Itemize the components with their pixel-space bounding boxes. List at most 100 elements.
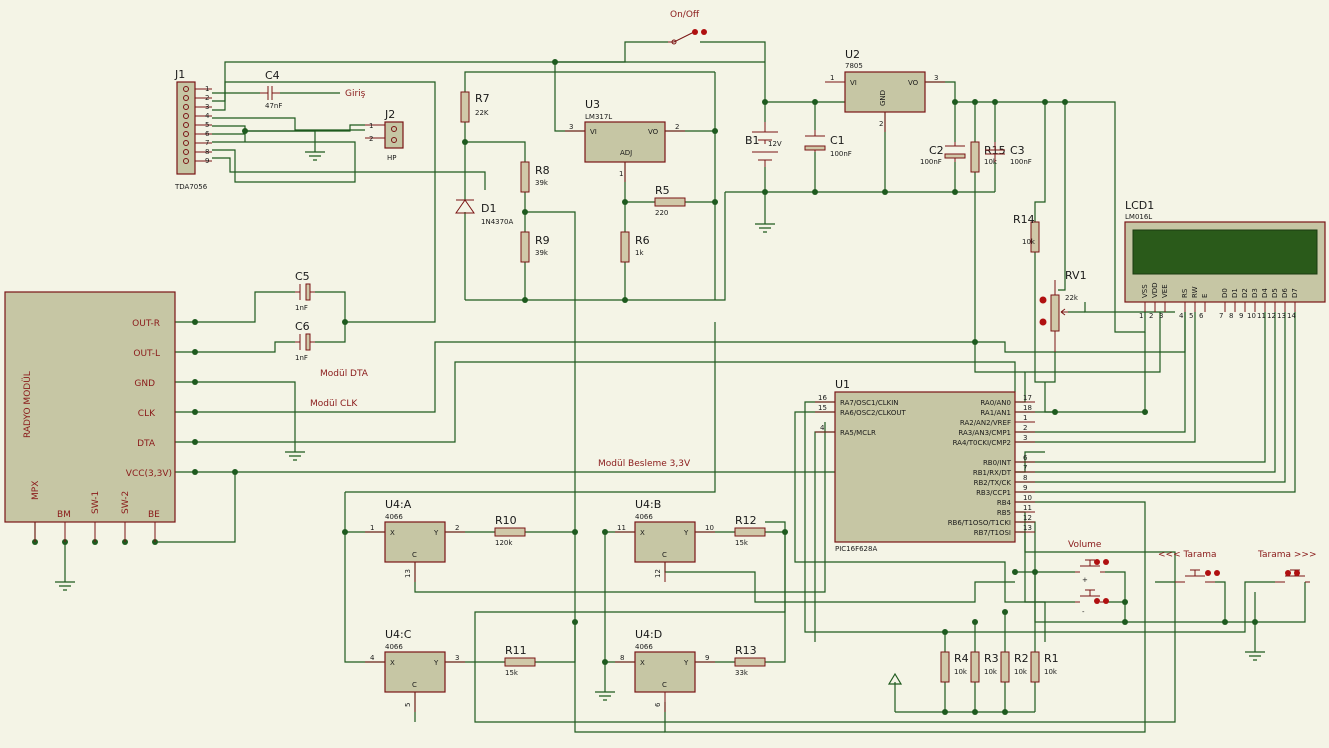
c4-ref: C4 xyxy=(265,69,280,82)
u4d-ref: U4:D xyxy=(635,628,662,641)
r2-ref: R2 xyxy=(1014,652,1029,665)
u4d-pn-y: 9 xyxy=(705,654,709,662)
radio-module: RADYO MODÜL OUT-R OUT-L GND CLK DTA VCC(… xyxy=(4,291,176,542)
r2-value: 10k xyxy=(1014,668,1028,676)
u4d-pn-c: 6 xyxy=(654,702,662,707)
r14-ref: R14 xyxy=(1013,213,1035,226)
lcd-pin-num-2: 2 xyxy=(1149,312,1153,320)
j1-pin-1: 1 xyxy=(205,85,209,93)
b1-ref: B1 xyxy=(745,134,760,147)
button-volume-down[interactable]: - xyxy=(1075,589,1109,616)
resistor-r14: R14 10k xyxy=(1013,213,1040,253)
label-modul-dta: Modül DTA xyxy=(320,369,369,379)
ground-icon xyxy=(755,223,775,233)
r12-ref: R12 xyxy=(735,514,757,527)
switch-onoff[interactable]: On/Off xyxy=(668,10,707,45)
battery-b1: B1 12V xyxy=(745,122,782,167)
u1-pn-9: 9 xyxy=(1023,484,1027,492)
resistor-r7: R7 22K xyxy=(460,91,490,123)
j2-pin-2: 2 xyxy=(369,135,373,143)
u2-value: 7805 xyxy=(845,62,863,70)
u1-pin-rb6: RB6/T1OSO/T1CKI xyxy=(948,519,1011,527)
diode-d1: D1 1N4370A xyxy=(455,199,514,226)
lcd-pin-name-e: E xyxy=(1201,294,1209,298)
j2-ref: J2 xyxy=(384,108,395,121)
lcd-pin-name-d5: D5 xyxy=(1271,288,1279,298)
button-tarama-back[interactable] xyxy=(1175,569,1220,583)
r4-value: 10k xyxy=(954,668,968,676)
u1-pin-rb5: RB5 xyxy=(997,509,1011,517)
u1-pin-rb1: RB1/RX/DT xyxy=(973,469,1012,477)
rv1-ref: RV1 xyxy=(1065,269,1087,282)
r12-value: 15k xyxy=(735,539,749,547)
ground-icon xyxy=(595,691,615,701)
u1-pn-7: 7 xyxy=(1023,464,1027,472)
button-volume-up[interactable]: + xyxy=(1075,559,1109,584)
u3-pn-in: 3 xyxy=(569,123,573,131)
u2-pin-vi: VI xyxy=(850,79,857,87)
lcd-pin-name-d1: D1 xyxy=(1231,288,1239,298)
lcd-lm016l: LCD1 LM016L VSS VDD VEE RS RW E D0 D1 D2… xyxy=(1124,199,1326,320)
label-volume: Volume xyxy=(1068,540,1102,550)
lcd-pin-num-8: 8 xyxy=(1229,312,1233,320)
resistor-r13: R13 33k xyxy=(734,644,766,677)
label-tarama-back: <<< Tarama xyxy=(1158,550,1217,560)
u1-pn-12: 12 xyxy=(1023,514,1032,522)
lcd-pin-num-5: 5 xyxy=(1189,312,1193,320)
u4a-pn-x: 1 xyxy=(370,524,374,532)
resistor-r4: R4 10k xyxy=(940,651,969,683)
regulator-u2: U2 7805 VI VO GND 1 3 2 xyxy=(825,48,945,132)
lcd-pin-num-6: 6 xyxy=(1199,312,1204,320)
u1-pn-1: 1 xyxy=(1023,414,1027,422)
r4-ref: R4 xyxy=(954,652,969,665)
r1-value: 10k xyxy=(1044,668,1058,676)
c5-ref: C5 xyxy=(295,270,310,283)
c6-ref: C6 xyxy=(295,320,310,333)
connector-j2: J2 HP 1 2 xyxy=(365,108,404,162)
button-tarama-fwd[interactable] xyxy=(1275,569,1310,583)
lcd-pin-name-d0: D0 xyxy=(1221,288,1229,298)
u4c-value: 4066 xyxy=(385,643,403,651)
r3-ref: R3 xyxy=(984,652,999,665)
ground-symbols xyxy=(55,151,1265,701)
radio-pin-sw1: SW-1 xyxy=(91,491,101,514)
regulator-u3: U3 LM317L VI VO ADJ 3 2 1 xyxy=(565,98,685,182)
r11-value: 15k xyxy=(505,669,519,677)
potentiometer-rv1[interactable]: RV1 22k xyxy=(1039,269,1087,352)
u4b-value: 4066 xyxy=(635,513,653,521)
u4d-pn-x: 8 xyxy=(620,654,624,662)
capacitor-c5: C5 1nF xyxy=(295,270,315,312)
volume-down-mark: - xyxy=(1082,608,1085,616)
radio-pin-out-r: OUT-R xyxy=(132,319,160,329)
u1-pin-rb0: RB0/INT xyxy=(983,459,1012,467)
j1-value: TDA7056 xyxy=(174,183,208,191)
b1-value: 12V xyxy=(768,140,782,148)
radio-pin-mpx: MPX xyxy=(31,481,41,500)
u4c-ref: U4:C xyxy=(385,628,412,641)
u4b-ref: U4:B xyxy=(635,498,661,511)
radio-pin-out-l: OUT-L xyxy=(133,349,160,359)
lcd-pin-name-d4: D4 xyxy=(1261,288,1269,298)
u1-pin-ra5: RA5/MCLR xyxy=(840,429,876,437)
resistor-r10: R10 120k xyxy=(494,514,526,547)
j1-ref: J1 xyxy=(174,68,185,81)
capacitor-c4: C4 47nF xyxy=(260,69,282,110)
u4c-pin-y: Y xyxy=(433,659,439,667)
u1-pn-18: 18 xyxy=(1023,404,1032,412)
label-giris: Giriş xyxy=(345,89,366,99)
label-modul-besleme: Modül Besleme 3,3V xyxy=(598,459,691,469)
switch-u4a: U4:A 4066 X Y C 1 2 13 xyxy=(365,498,465,582)
label-tarama-fwd: Tarama >>> xyxy=(1257,550,1317,560)
r14-value: 10k xyxy=(1022,238,1036,246)
resistor-r6: R6 1k xyxy=(620,231,650,263)
r5-ref: R5 xyxy=(655,184,670,197)
u2-pin-vo: VO xyxy=(908,79,919,87)
u4a-pn-c: 13 xyxy=(404,569,412,578)
u1-pn-3: 3 xyxy=(1023,434,1027,442)
u4b-pin-x: X xyxy=(640,529,645,537)
resistor-r15: R15 10k xyxy=(970,141,1006,173)
u4c-pn-c: 5 xyxy=(404,703,412,707)
radio-pin-dta: DTA xyxy=(137,439,156,449)
u1-pin-ra4: RA4/T0CKI/CMP2 xyxy=(953,439,1011,447)
